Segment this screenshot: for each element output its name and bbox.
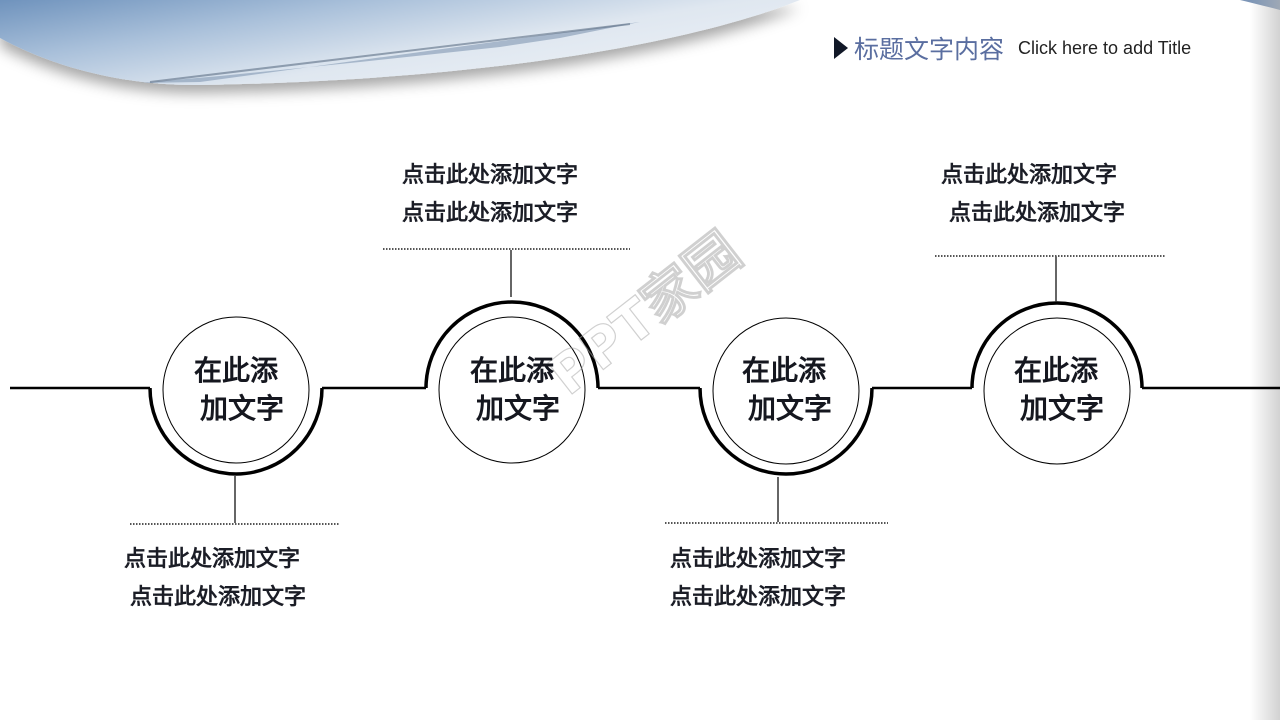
node-3-label[interactable]: 在此添 加文字 xyxy=(719,352,849,428)
triangle-right-icon xyxy=(834,37,848,59)
title-english[interactable]: Click here to add Title xyxy=(1018,37,1192,58)
node-2-label-line2: 加文字 xyxy=(475,392,560,425)
node-2-label[interactable]: 在此添 加文字 xyxy=(447,352,577,428)
node-1-desc-line1: 点击此处添加文字 xyxy=(124,547,301,572)
node-3-desc-line1: 点击此处添加文字 xyxy=(670,547,847,572)
node-4-desc-line1: 点击此处添加文字 xyxy=(941,163,1118,188)
node-1-label-line2: 加文字 xyxy=(199,392,284,425)
title-chinese[interactable]: 标题文字内容 xyxy=(854,35,1005,64)
right-edge-shadow xyxy=(1250,0,1280,720)
node-4-desc-line2: 点击此处添加文字 xyxy=(949,201,1126,226)
node-2-label-line1: 在此添 xyxy=(469,354,554,387)
node-3-desc-line2: 点击此处添加文字 xyxy=(670,585,847,610)
node-4-label-line1: 在此添 xyxy=(1013,354,1098,387)
title-bar: 标题文字内容 Click here to add Title xyxy=(834,30,1191,66)
node-4-inner-circle xyxy=(983,317,1131,465)
node-1-label-line1: 在此添 xyxy=(193,354,278,387)
node-1-inner-circle xyxy=(162,316,310,464)
node-3-inner-circle xyxy=(712,317,860,465)
node-1-outer-arc xyxy=(148,387,324,476)
node-2-desc-line1: 点击此处添加文字 xyxy=(402,163,579,188)
node-4-outer-arc xyxy=(970,301,1144,389)
node-1-desc-line2: 点击此处添加文字 xyxy=(130,585,307,610)
node-2-description[interactable]: 点击此处添加文字 点击此处添加文字 xyxy=(402,157,578,233)
node-2-inner-circle xyxy=(438,316,586,464)
node-4-description[interactable]: 点击此处添加文字 点击此处添加文字 xyxy=(941,157,1125,233)
node-4-label[interactable]: 在此添 加文字 xyxy=(991,352,1121,428)
node-2-outer-arc xyxy=(424,300,600,389)
node-3-label-line2: 加文字 xyxy=(747,392,832,425)
node-1-description[interactable]: 点击此处添加文字 点击此处添加文字 xyxy=(124,541,306,617)
node-2-desc-line2: 点击此处添加文字 xyxy=(402,201,579,226)
node-1-label[interactable]: 在此添 加文字 xyxy=(171,352,301,428)
node-4-label-line2: 加文字 xyxy=(1019,392,1104,425)
node-3-outer-arc xyxy=(698,387,874,476)
node-3-label-line1: 在此添 xyxy=(741,354,826,387)
node-3-description[interactable]: 点击此处添加文字 点击此处添加文字 xyxy=(670,541,846,617)
